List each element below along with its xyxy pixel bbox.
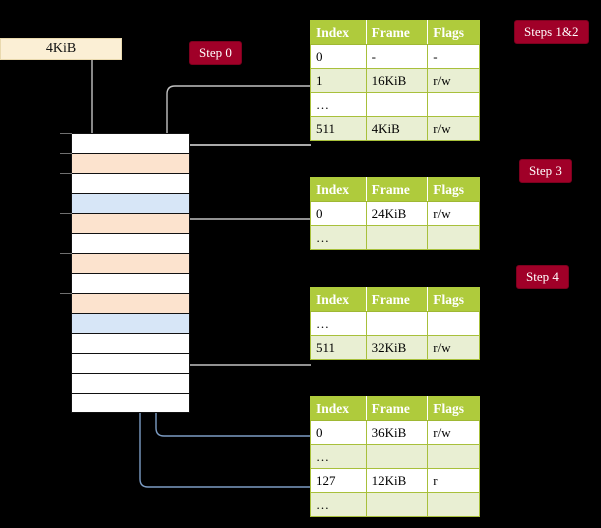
cell-frame: [365, 92, 429, 117]
memory-frame-row: [71, 273, 190, 293]
cell-index: 0: [310, 201, 367, 226]
table-row: …: [310, 92, 480, 117]
cell-frame: 36KiB: [365, 420, 429, 445]
cell-frame: 24KiB: [365, 201, 429, 226]
memory-row-tick: [60, 253, 72, 254]
cell-index: …: [310, 92, 367, 117]
memory-frame-row: [71, 333, 190, 353]
cell-frame: 12KiB: [365, 468, 429, 493]
memory-frame-row: [71, 313, 190, 333]
memory-frame-row: [71, 193, 190, 213]
badge-steps-1-2: Steps 1&2: [514, 20, 589, 44]
cell-frame: [365, 311, 429, 336]
cell-flags: [427, 311, 480, 336]
table-row: …: [310, 225, 480, 250]
memory-frame-row: [71, 393, 190, 413]
memory-row-tick: [60, 293, 72, 294]
cell-index: 0: [310, 420, 367, 445]
memory-frame-row: [71, 213, 190, 233]
column-header-index: Index: [310, 20, 367, 45]
cell-index: …: [310, 492, 367, 517]
cell-index: 511: [310, 116, 367, 141]
cell-flags: [427, 492, 480, 517]
cell-frame: 16KiB: [365, 68, 429, 93]
cell-flags: [427, 225, 480, 250]
memory-row-tick: [60, 153, 72, 154]
cell-index: 0: [310, 44, 367, 69]
cell-frame: 4KiB: [365, 116, 429, 141]
cell-frame: [365, 225, 429, 250]
table-row: 0--: [310, 44, 480, 69]
memory-frame-row: [71, 173, 190, 193]
cell-flags: r: [427, 468, 480, 493]
cell-flags: r/w: [427, 420, 480, 445]
badge-step-3: Step 3: [519, 159, 572, 183]
cell-index: …: [310, 444, 367, 469]
column-header-flags: Flags: [427, 177, 480, 202]
memory-frame-row: [71, 233, 190, 253]
cell-flags: r/w: [427, 335, 480, 360]
memory-row-tick: [60, 213, 72, 214]
column-header-index: Index: [310, 177, 367, 202]
column-header-frame: Frame: [365, 287, 429, 312]
cell-flags: [427, 92, 480, 117]
cell-index: 1: [310, 68, 367, 93]
column-header-frame: Frame: [365, 177, 429, 202]
cell-index: 127: [310, 468, 367, 493]
memory-frame-row: [71, 153, 190, 173]
memory-frame-row: [71, 353, 190, 373]
virtual-address-label: 4KiB: [45, 41, 77, 56]
table-row: …: [310, 311, 480, 336]
badge-step-0: Step 0: [189, 41, 242, 65]
column-header-flags: Flags: [427, 396, 480, 421]
table-row: …: [310, 492, 480, 517]
column-header-flags: Flags: [427, 20, 480, 45]
cell-index: …: [310, 311, 367, 336]
cell-flags: r/w: [427, 68, 480, 93]
memory-frame-row: [71, 133, 190, 153]
cell-frame: 32KiB: [365, 335, 429, 360]
column-header-flags: Flags: [427, 287, 480, 312]
cell-frame: [365, 492, 429, 517]
table-row: …: [310, 444, 480, 469]
badge-step-4: Step 4: [516, 265, 569, 289]
physical-memory-column: [71, 133, 190, 413]
cell-index: 511: [310, 335, 367, 360]
cell-flags: r/w: [427, 201, 480, 226]
cell-frame: [365, 444, 429, 469]
column-header-frame: Frame: [365, 396, 429, 421]
memory-frame-row: [71, 373, 190, 393]
cell-flags: r/w: [427, 116, 480, 141]
cell-flags: -: [427, 44, 480, 69]
memory-frame-row: [71, 253, 190, 273]
memory-row-tick: [60, 173, 72, 174]
cell-index: …: [310, 225, 367, 250]
virtual-address-box: 4KiB: [0, 38, 122, 60]
memory-row-tick: [60, 133, 72, 134]
cell-frame: -: [365, 44, 429, 69]
column-header-index: Index: [310, 287, 367, 312]
memory-frame-row: [71, 293, 190, 313]
cell-flags: [427, 444, 480, 469]
column-header-frame: Frame: [365, 20, 429, 45]
column-header-index: Index: [310, 396, 367, 421]
